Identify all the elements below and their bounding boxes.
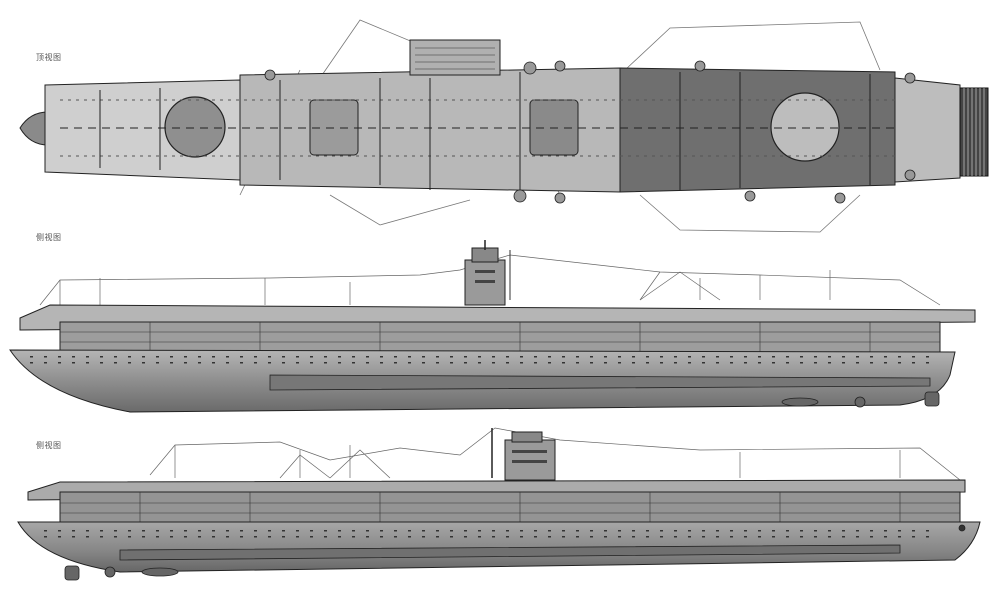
side1-bulge bbox=[269, 374, 931, 391]
side1-hangar bbox=[59, 321, 941, 353]
top-island bbox=[409, 39, 501, 76]
side2-bulge bbox=[119, 544, 901, 561]
top-aft-deck bbox=[619, 67, 896, 193]
top-stern bbox=[894, 77, 961, 183]
side2-island bbox=[491, 428, 556, 481]
side1-screws bbox=[781, 391, 940, 408]
top-aft-elevator bbox=[770, 92, 840, 162]
top-bow-tip bbox=[19, 111, 49, 146]
side1-hangar-detail bbox=[60, 322, 940, 352]
side1-island bbox=[464, 240, 511, 306]
top-stern-grille bbox=[959, 87, 989, 177]
side-view-label-2: 侧视图 bbox=[36, 441, 62, 450]
side-view-2 bbox=[17, 427, 981, 581]
side2-screws bbox=[64, 524, 966, 581]
side-view-label-1: 侧视图 bbox=[36, 233, 62, 242]
top-view bbox=[19, 19, 989, 233]
side2-hangar-detail bbox=[60, 492, 960, 524]
top-view-label: 顶视图 bbox=[36, 53, 62, 62]
side1-portholes bbox=[30, 356, 930, 368]
top-deck-markings bbox=[60, 72, 900, 190]
side2-hangar bbox=[59, 491, 961, 525]
side2-rigging bbox=[149, 427, 961, 481]
side2-portholes bbox=[40, 526, 940, 538]
side-view-1 bbox=[9, 240, 976, 413]
top-forward-elevator bbox=[164, 96, 226, 158]
